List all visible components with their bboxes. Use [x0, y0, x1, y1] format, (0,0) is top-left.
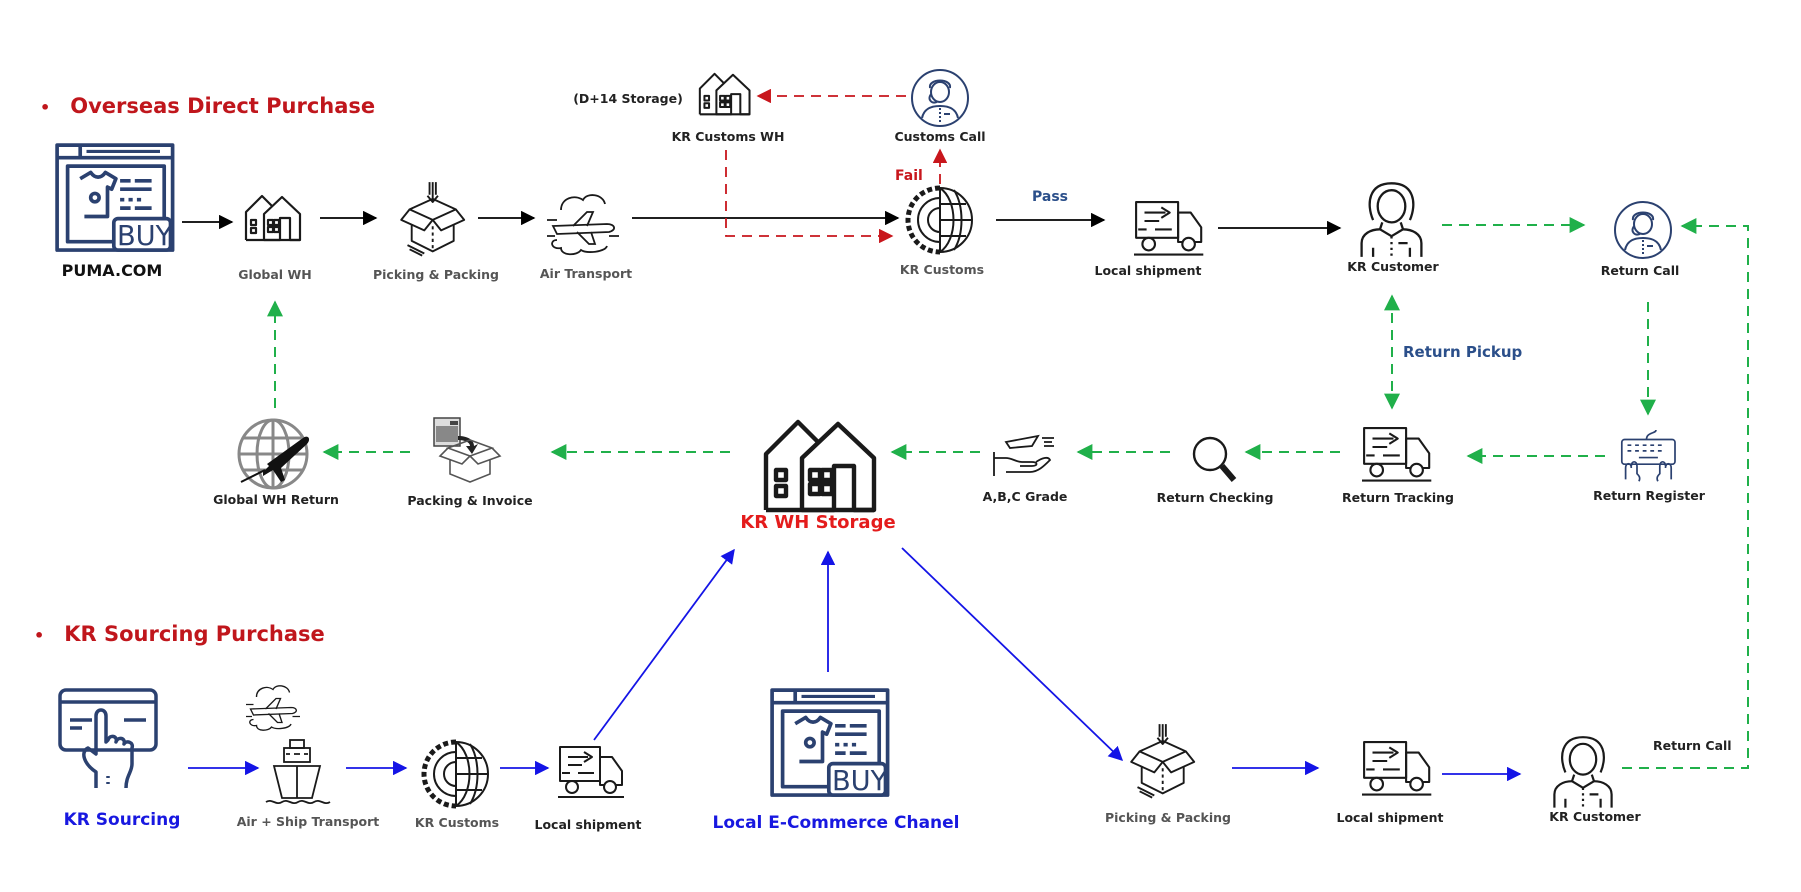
node-label-kr-sourcing: KR Sourcing [63, 810, 181, 830]
box-icon [1130, 723, 1196, 799]
gear-globe-icon [424, 742, 488, 806]
node-label-packing-invoice: Packing & Invoice [407, 493, 533, 508]
truck-icon [557, 746, 625, 798]
node-label-global-wh-return: Global WH Return [213, 492, 339, 507]
node-label-picking-packing-2: Picking & Packing [1104, 810, 1232, 825]
card-touch-icon [58, 688, 158, 790]
icons-layer [55, 69, 1676, 809]
section-title-text: KR Sourcing Purchase [64, 622, 325, 646]
web-shop-buy-icon [770, 688, 890, 799]
gear-globe-icon [908, 188, 972, 252]
node-label-air-ship-transport: Air + Ship Transport [236, 814, 380, 829]
node-label-kr-customer-2: KR Customer [1549, 809, 1641, 824]
node-label-return-checking: Return Checking [1156, 490, 1274, 505]
node-label-picking-packing-1: Picking & Packing [372, 267, 500, 282]
customer-icon [1553, 736, 1613, 809]
node-label-kr-wh-storage: KR WH Storage [740, 512, 896, 533]
node-label-return-tracking: Return Tracking [1342, 490, 1454, 505]
airplane-cloud-icon [245, 685, 301, 731]
node-label-return-call: Return Call [1600, 263, 1680, 278]
customer-icon [1360, 182, 1423, 259]
node-label-return-register: Return Register [1593, 488, 1705, 503]
call-agent-icon [911, 69, 969, 127]
node-label-local-ecommerce: Local E-Commerce Chanel [712, 813, 960, 833]
bullet: • [34, 626, 45, 645]
section-title-overseas: • Overseas Direct Purchase [40, 94, 375, 118]
box-icon [400, 181, 466, 257]
node-label-air-transport: Air Transport [539, 266, 633, 281]
truck-icon [1360, 741, 1433, 796]
section-title-text: Overseas Direct Purchase [70, 94, 376, 118]
edge-kr-customer-2-to-return-call [1622, 218, 1749, 769]
web-shop-buy-icon [55, 143, 175, 254]
edge-label-return-call-loop: Return Call [1653, 738, 1732, 753]
node-label-customs-call: Customs Call [894, 129, 986, 144]
warehouse-icon [698, 72, 751, 116]
node-label-abc-grade: A,B,C Grade [982, 489, 1068, 504]
edge-local-shipment-2-to-kr-wh-storage [593, 548, 735, 741]
warehouse-icon [766, 422, 874, 510]
invoice-box-icon [433, 417, 501, 483]
edges-layer [182, 88, 1749, 782]
edge-label-return-pickup: Return Pickup [1403, 343, 1523, 361]
call-agent-icon [1614, 201, 1672, 259]
node-label-local-shipment-1: Local shipment [1094, 263, 1202, 278]
node-label-local-shipment-2: Local shipment [534, 817, 642, 832]
plane-ship-icon [265, 739, 331, 805]
node-label-puma: PUMA.COM [61, 261, 163, 280]
bullet: • [40, 98, 51, 117]
node-label-local-shipment-3: Local shipment [1336, 810, 1444, 825]
node-label-kr-customer-1: KR Customer [1347, 259, 1439, 274]
section-title-sourcing: • KR Sourcing Purchase [34, 622, 325, 646]
keyboard-icon [1620, 429, 1676, 483]
truck-icon [1132, 201, 1205, 256]
node-label-kr-customs-1: KR Customs [899, 262, 985, 277]
hand-grade-icon [993, 435, 1055, 477]
warehouse-icon [244, 194, 302, 242]
magnifier-icon [1194, 438, 1234, 480]
node-label-global-wh: Global WH [238, 267, 312, 282]
edge-kr-customs-wh-to-kr-customs-1 [725, 150, 894, 244]
airplane-cloud-icon [546, 194, 620, 256]
node-note-d14-storage: (D+14 Storage) [573, 91, 683, 106]
truck-icon [1360, 427, 1433, 482]
edge-label-pass: Pass [1032, 189, 1068, 205]
node-label-kr-customs-wh: KR Customs WH [671, 129, 785, 144]
edge-kr-wh-storage-to-picking-packing-2 [901, 547, 1124, 761]
edge-label-fail: Fail [895, 168, 923, 184]
node-label-kr-customs-2: KR Customs [414, 815, 500, 830]
globe-plane-icon [237, 418, 311, 490]
